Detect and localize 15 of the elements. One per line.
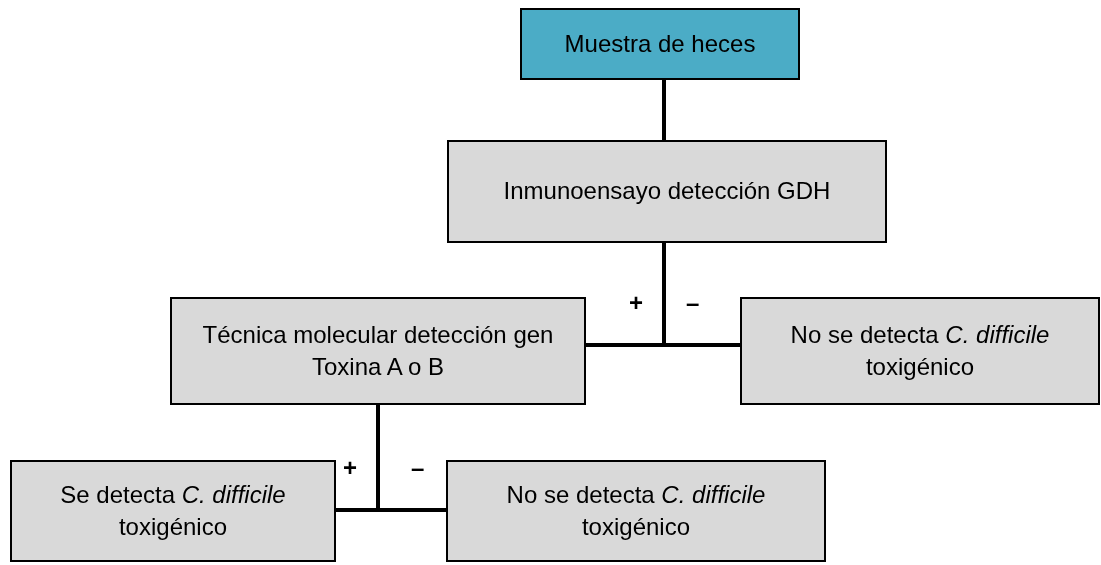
box-text: Técnica molecular detección gen Toxina A o B xyxy=(201,319,555,382)
process-box xyxy=(170,297,586,405)
connector-line xyxy=(662,80,666,140)
connector-line xyxy=(662,243,740,347)
connector-line xyxy=(376,405,446,512)
box-text: Inmunoensayo detección GDH xyxy=(502,176,832,207)
process-box xyxy=(10,460,336,562)
box-text: No se detecta C. difficile toxigénico xyxy=(789,319,1051,382)
process-box xyxy=(447,140,887,243)
box-text: Se detecta C. difficile toxigénico xyxy=(59,479,287,542)
start-box xyxy=(520,8,800,80)
process-box xyxy=(740,297,1100,405)
box-text: Muestra de heces xyxy=(563,28,757,59)
box-text: No se detecta C. difficile toxigénico xyxy=(505,479,767,542)
process-box xyxy=(446,460,826,562)
